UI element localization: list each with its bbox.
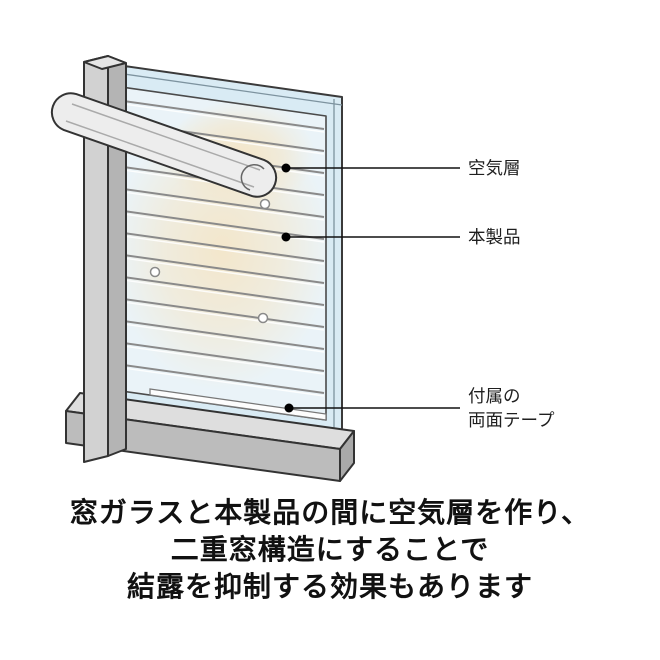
double-sided-tape xyxy=(149,388,327,421)
label-tape-line2: 両面テープ xyxy=(468,410,555,430)
air-bubble xyxy=(149,266,161,278)
label-tape-line1: 付属の xyxy=(468,386,521,406)
caption-line-1: 窓ガラスと本製品の間に空気層を作り、 xyxy=(69,497,591,528)
caption-line-3: 結露を抑制する効果もあります xyxy=(126,571,533,603)
label-air-layer: 空気層 xyxy=(468,158,521,178)
roll-surface-lines xyxy=(65,103,261,188)
caption-line-2: 二重窓構造にすることで xyxy=(170,534,490,566)
air-bubble xyxy=(257,312,269,324)
window-frame-post-top xyxy=(83,55,127,70)
peeled-roll xyxy=(50,92,278,198)
window-insulation-diagram: 空気層 本製品 付属の 両面テープ xyxy=(50,55,555,482)
caption: 窓ガラスと本製品の間に空気層を作り、 二重窓構造にすることで 結露を抑制する効果… xyxy=(0,494,660,606)
leader-dot-product xyxy=(281,232,291,242)
label-product: 本製品 xyxy=(468,227,521,247)
air-bubble xyxy=(259,198,271,210)
leader-dot-tape xyxy=(284,403,294,413)
window-sill-end xyxy=(339,430,355,482)
leader-dot-air-layer xyxy=(281,163,291,173)
glass-edge-lines xyxy=(109,71,343,428)
roll-curl-spiral xyxy=(240,164,265,191)
